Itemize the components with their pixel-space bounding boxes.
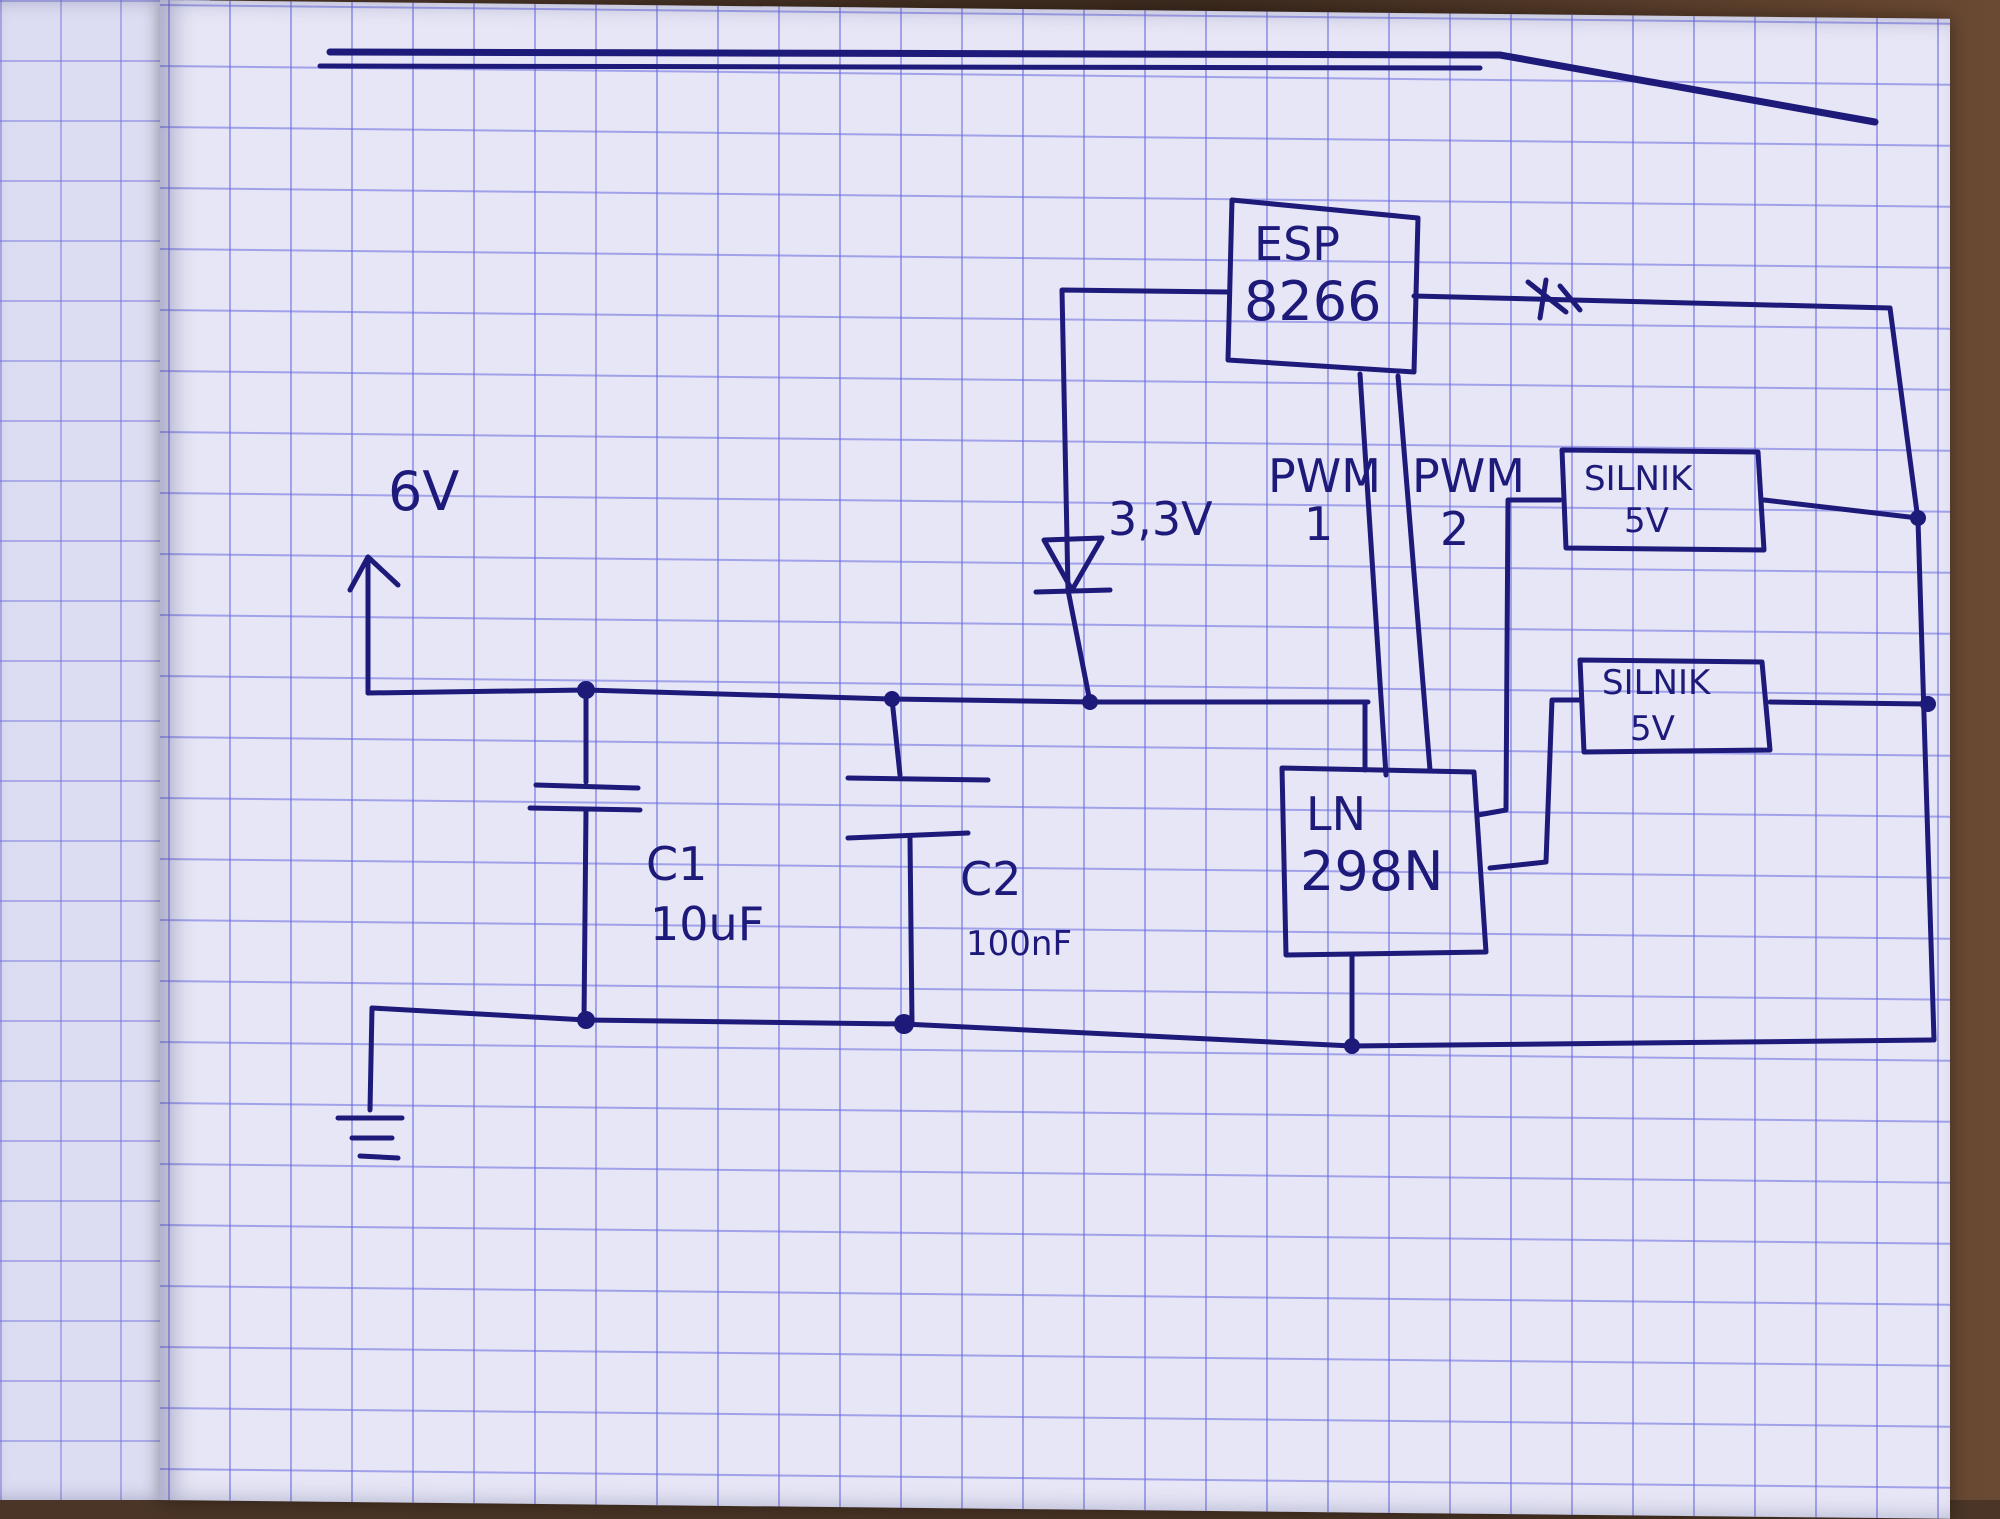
wire-pwm1 (1357, 371, 1389, 778)
rail-6v (365, 687, 1371, 705)
gnd-drop (367, 1005, 375, 1113)
driver-line2: 298N (1300, 840, 1443, 903)
junction-motor1 (1910, 510, 1926, 526)
crossed-out-mark-icon (1525, 277, 1583, 321)
driver-box (1279, 765, 1489, 958)
pwm2-line1: PWM (1412, 449, 1525, 503)
pwm2-line2: 2 (1440, 502, 1469, 556)
cap2-name: C2 (960, 852, 1021, 906)
wire-motor1-right (1761, 497, 1921, 521)
driver-line1: LN (1306, 787, 1366, 841)
wire-esp-right (1411, 293, 1937, 1043)
capacitor-c1 (527, 687, 643, 1023)
esp-line1: ESP (1254, 217, 1340, 271)
junction-motor2 (1920, 696, 1936, 712)
junction-c2-bottom (894, 1014, 914, 1034)
esp-box (1225, 197, 1421, 375)
wire-motor2-right (1767, 699, 1931, 707)
junction-c1-top (577, 681, 595, 699)
junction-c1-bottom (577, 1011, 595, 1029)
pwm1-line1: PWM (1268, 449, 1381, 503)
cap1-value: 10uF (650, 897, 764, 951)
header-rule (326, 48, 1879, 126)
wire-driver-motor2 (1487, 697, 1583, 871)
pwm1-line2: 1 (1304, 497, 1333, 551)
supply-label: 6V (388, 460, 459, 523)
diode-icon (1033, 535, 1113, 595)
motor1-box (1559, 447, 1767, 553)
wire-diode-to-esp (1059, 287, 1231, 705)
motor1-line1: SILNIK (1584, 459, 1694, 499)
supply-arrow-icon (347, 554, 401, 696)
junction-c2-top (884, 691, 900, 707)
motor2-box (1577, 657, 1773, 755)
diode-label: 3,3V (1108, 492, 1213, 546)
wire-driver-motor1 (1475, 497, 1563, 818)
cap2-value: 100nF (966, 924, 1072, 964)
rail-gnd (369, 1005, 1935, 1049)
ground-icon (335, 1115, 405, 1161)
esp-line2: 8266 (1244, 270, 1381, 333)
motor1-line2: 5V (1624, 501, 1669, 541)
header-rule-shadow (317, 63, 1483, 71)
motor2-line2: 5V (1630, 709, 1675, 749)
cap1-name: C1 (646, 837, 707, 891)
wire-pwm2 (1395, 373, 1433, 773)
motor2-line1: SILNIK (1602, 663, 1712, 703)
capacitor-c2 (845, 696, 991, 1027)
